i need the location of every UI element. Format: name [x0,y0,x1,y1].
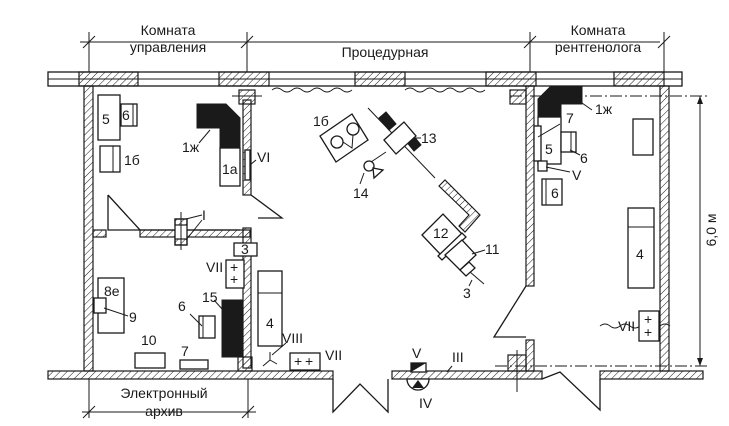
archive-lamp-VIII [262,352,278,367]
label-V-radiologist: V [572,167,582,183]
warning-light-V [410,362,427,373]
svg-text:+: + [644,311,652,327]
label-1zh-control: 1ж [182,139,200,155]
right-outer-wall [659,85,670,372]
radiologist-partition-wall [525,85,535,287]
entrance-door[interactable] [332,379,389,414]
room-label-archive-line1: Электронный [120,385,207,401]
label-IV: IV [419,395,433,411]
radiation-sign-IV [406,378,430,391]
procedure-table-1b [319,113,369,163]
room-label-control-line1: Комната [141,22,196,38]
archive-item-9 [93,297,107,314]
dimension-label: 6,0 м [703,214,719,247]
control-desk-5: 5 [97,94,121,141]
label-10: 10 [141,332,157,348]
svg-text:8е: 8е [104,283,120,299]
control-partition-wall [242,99,252,196]
svg-text:1а: 1а [222,161,238,177]
room-label-archive-line2: архив [145,403,183,419]
svg-text:6: 6 [551,185,559,201]
label-14: 14 [353,185,369,201]
top-wall [47,71,683,87]
label-V-procedure: V [412,345,422,361]
control-door-swing [107,194,284,231]
label-I: I [202,207,206,223]
archive-top-wall [139,229,251,238]
column [237,356,253,372]
label-VII-archive: VII [206,259,223,275]
svg-text:5: 5 [102,111,110,127]
archive-item-3: 3 [233,241,258,257]
label-VII-radiologist: VII [618,318,635,334]
room-label-control-line2: управления [130,39,206,55]
bottom-wall [47,370,704,380]
label-III: III [452,349,464,365]
label-VI: VI [257,149,270,165]
svg-text:5: 5 [545,141,553,157]
svg-text:+: + [294,353,302,369]
label-1b-procedure: 1б [313,113,329,129]
label-6a-radiologist: 6 [580,150,588,166]
label-7-archive: 7 [181,343,189,359]
label-6-archive: 6 [178,298,186,314]
svg-text:4: 4 [636,246,644,262]
label-11: 11 [485,241,500,257]
control-unit-1a: 1а [219,147,241,187]
radiologist-shelf-7 [533,125,542,162]
label-VII-bottom: VII [325,347,342,363]
height-dimension [697,96,703,366]
radiologist-outlet-VII: + + [638,310,660,342]
archive-outlet-VII: + + [225,259,245,289]
radiologist-door-swing [541,371,601,412]
archive-item-7 [179,359,209,370]
room-label-radiologist-line1: Комната [571,22,626,38]
outlet-VII-bottom: + + [289,352,321,371]
label-15: 15 [202,289,218,305]
archive-dimension [82,379,256,419]
svg-text:12: 12 [433,225,449,241]
label-1b-control: 1б [124,152,140,168]
control-cabinet-1b [99,145,121,173]
svg-text:+: + [305,353,313,369]
radiologist-chair-6a [560,131,577,153]
left-outer-wall [83,85,94,372]
svg-text:4: 4 [266,315,274,331]
archive-chair-6 [198,315,216,339]
archive-shield-15 [221,299,244,358]
archive-couch-4: 4 [257,270,283,347]
radiologist-chair-6b: 6 [541,178,563,206]
procedure-stand-14 [363,151,387,180]
control-console-1zh [196,103,241,149]
column [238,89,256,105]
radiologist-cabinet [632,118,654,156]
procedure-tube-13 [367,107,436,179]
svg-text:+: + [644,324,652,340]
archive-item-10 [134,352,166,369]
viewing-window [244,149,251,181]
room-label-procedure: Процедурная [342,44,429,60]
svg-text:+: + [230,259,238,275]
control-chair-6: 6 [120,103,138,127]
procedure-detector-12: 12 [421,179,485,285]
label-VIII: VIII [282,330,303,346]
radiologist-item-V [537,160,548,172]
label-1zh-radiologist: 1ж [595,101,613,117]
column [509,89,527,105]
label-9: 9 [129,309,137,325]
svg-text:6: 6 [122,107,130,123]
radiologist-couch-4: 4 [627,207,655,289]
svg-text:+: + [230,271,238,287]
top-dimensions [80,32,671,72]
room-label-radiologist-line2: рентгенолога [555,39,641,55]
radiologist-console-1zh [537,85,583,118]
label-3-procedure: 3 [463,285,471,301]
label-7-radiologist: 7 [566,110,574,126]
svg-text:3: 3 [241,241,249,257]
label-13: 13 [421,130,437,146]
